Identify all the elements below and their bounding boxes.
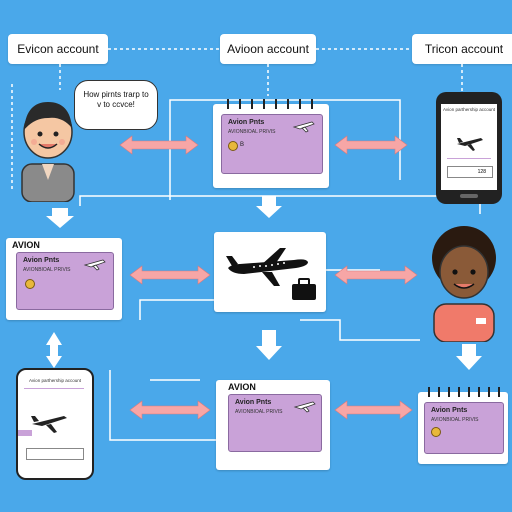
points-card-bottom-right: Avion Pnts AVIONBIOAL PRIVIS [424, 402, 504, 454]
person-girl-icon [432, 226, 496, 342]
phone-value: 128 [477, 169, 486, 175]
card-panel-bottom-center: AVION Avion Pnts AVIONBIOAL PRIVIS [216, 380, 330, 470]
card-subtitle: AVIONBIOAL PRIVIS [228, 129, 276, 135]
phone-icon-left: Avion parthership account [16, 368, 94, 480]
speech-bubble: How pirnts trarp to v to ccvce! [74, 80, 158, 130]
card-title: Avion Pnts [235, 399, 272, 406]
phone-header: Avion parthership account [443, 107, 495, 112]
card-subtitle: AVIONBIOAL PRIVIS [23, 267, 71, 273]
airplane-icon [293, 401, 316, 413]
calendar-panel-bottom-right: Avion Pnts AVIONBIOAL PRIVIS [418, 387, 508, 464]
suitcase-icon [292, 278, 316, 300]
card-subtitle: AVIONBIOAL PRIVIS [235, 409, 283, 415]
coin-icon [25, 279, 35, 289]
phone-header: Avion parthership account [29, 378, 81, 383]
card-title: Avion Pnts [228, 119, 265, 126]
card-subtitle: AVIONBIOAL PRIVIS [431, 417, 479, 423]
airplane-icon [83, 259, 106, 271]
airplane-icon [226, 248, 308, 286]
airplane-icon [457, 138, 483, 151]
card-heading: AVION [12, 240, 40, 250]
card-heading: AVION [228, 382, 256, 392]
speech-bubble-text: How pirnts trarp to v to ccvce! [83, 90, 149, 109]
account-label-center: Avioon account [220, 34, 316, 64]
airplane-icon [31, 416, 67, 433]
card-title: Avion Pnts [431, 407, 468, 414]
points-card-bottom-center: Avion Pnts AVIONBIOAL PRIVIS [228, 394, 322, 452]
card-number: B [240, 142, 245, 148]
airplane-icon [292, 121, 315, 133]
coin-icon [431, 427, 441, 437]
account-label-left: Evicon account [8, 34, 108, 64]
coin-icon [228, 141, 238, 151]
phone-value-field: 128 [447, 166, 493, 178]
account-label-right: Tricon account [412, 34, 512, 64]
card-title: Avion Pnts [23, 257, 60, 264]
phone-icon-right: Avion parthership account 128 [436, 92, 502, 204]
card-panel-mid-left: AVION Avion Pnts AVIONBIOAL PRIVIS [6, 238, 122, 320]
airplane-panel-center [214, 232, 326, 312]
points-card-top: Avion Pnts AVIONBIOAL PRIVIS B [221, 114, 323, 174]
calendar-panel-top: Avion Pnts AVIONBIOAL PRIVIS B [213, 99, 329, 188]
points-card-mid-left: Avion Pnts AVIONBIOAL PRIVIS [16, 252, 114, 310]
person-boy-icon [21, 102, 75, 202]
